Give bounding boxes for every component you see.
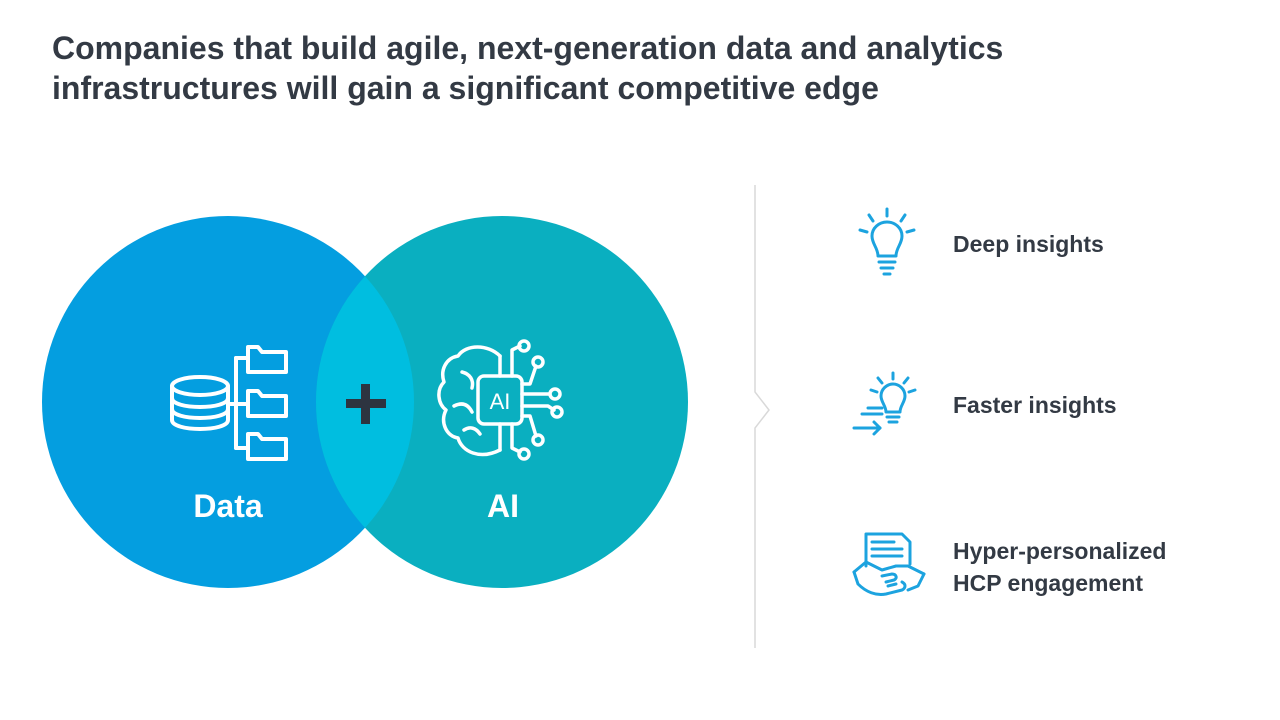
ai-circle xyxy=(316,216,688,588)
benefit-faster-insights: Faster insights xyxy=(953,392,1117,418)
page-title: Companies that build agile, next-generat… xyxy=(52,28,1232,108)
ai-brain-circuit-icon xyxy=(437,339,564,461)
ai-circle-label: AI xyxy=(487,488,519,524)
ai-chip-text: AI xyxy=(490,389,511,414)
plus-operator-icon xyxy=(346,384,386,424)
venn-diagram: AI xyxy=(42,216,688,588)
database-folders-icon xyxy=(170,345,288,461)
data-circle-label: Data xyxy=(193,488,263,524)
benefit-deep-insights: Deep insights xyxy=(953,231,1104,257)
lightbulb-icon xyxy=(858,207,916,276)
handshake-document-icon xyxy=(852,532,926,596)
lightbulb-speed-icon xyxy=(852,371,917,436)
benefit-hcp-engagement: Hyper-personalized HCP engagement xyxy=(953,538,1167,596)
page-title-line-2: infrastructures will gain a significant … xyxy=(52,70,879,106)
page-title-line-1: Companies that build agile, next-generat… xyxy=(52,30,1004,66)
